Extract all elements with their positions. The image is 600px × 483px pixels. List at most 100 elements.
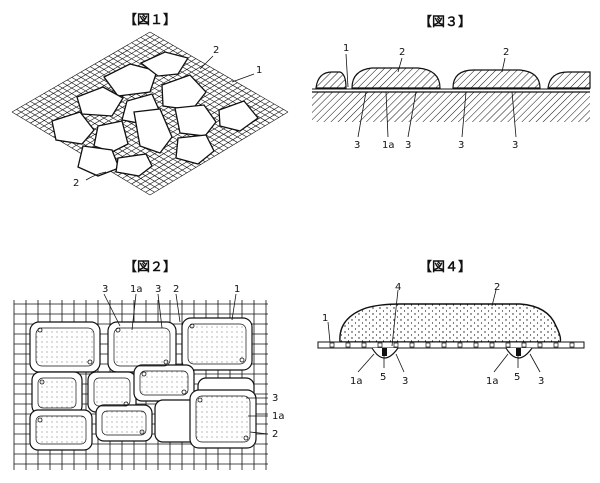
anchor-pin [516, 348, 521, 356]
stone-inner-outline [187, 323, 247, 365]
figure-3-title: 【図３】 [419, 14, 471, 30]
stone [315, 71, 347, 89]
stone [452, 69, 541, 89]
stone [139, 51, 190, 77]
label-3: 3 [512, 140, 518, 151]
stone [174, 104, 217, 137]
stone [547, 71, 591, 89]
leader-line [131, 293, 137, 331]
fastener [123, 401, 129, 407]
fastener [115, 327, 121, 333]
stone-inner-outline [37, 377, 77, 409]
figure-1: 【図１】 2 1 2 [11, 12, 289, 196]
label-2: 2 [173, 284, 179, 295]
stone [77, 145, 120, 177]
figure-3: 【図３】 1 2 2 3 1a 3 3 3 [312, 14, 591, 151]
label-1a: 1a [350, 376, 363, 387]
leader-line [357, 91, 367, 138]
figure-1-title: 【図１】 [124, 12, 176, 28]
stone-inner-outline [35, 415, 87, 445]
mesh-strand-mark [489, 342, 495, 348]
fastener-marks [37, 323, 249, 441]
label-3: 3 [272, 393, 278, 404]
leader-line [529, 353, 541, 373]
label-1a: 1a [272, 411, 285, 422]
stone-inner-outline [35, 327, 95, 367]
label-1: 1 [343, 43, 349, 54]
stone [76, 86, 124, 117]
mesh-strand-mark [537, 342, 543, 348]
leader-line [249, 431, 269, 435]
mesh-strand-mark [361, 342, 367, 348]
label-3: 3 [538, 376, 544, 387]
fastener [37, 417, 43, 423]
stone-inner-outlines [35, 323, 251, 445]
mesh-strand-mark [553, 342, 559, 348]
leader-line [461, 91, 467, 138]
stone-inner-outline [195, 395, 251, 443]
figure-4: 【図４】 4 2 1 1a 5 3 1a 5 3 [317, 259, 585, 387]
stone [93, 120, 129, 153]
mesh-strand-mark [521, 342, 527, 348]
leader-line [327, 321, 331, 343]
mesh-strand-mark [457, 342, 463, 348]
leader-line [491, 289, 497, 307]
label-5: 5 [514, 372, 520, 383]
label-2-bottom: 2 [73, 178, 79, 189]
label-1: 1 [234, 284, 240, 295]
fastener [87, 359, 93, 365]
mesh-strand-mark [377, 342, 383, 348]
label-1a: 1a [130, 284, 143, 295]
leader-line [397, 57, 403, 73]
mesh-strand-mark [569, 342, 575, 348]
leader-line [385, 91, 389, 138]
anchor-pin [382, 348, 387, 356]
mesh-strand-mark [345, 342, 351, 348]
figure-2-title: 【図２】 [124, 259, 176, 275]
mesh-strand-mark [441, 342, 447, 348]
label-1a: 1a [382, 140, 395, 151]
mesh-strand-marks [329, 342, 575, 348]
label-4: 4 [395, 282, 401, 293]
label-2-top: 2 [213, 45, 219, 56]
stone [218, 100, 259, 132]
mesh-strand-mark [425, 342, 431, 348]
fastener [243, 435, 249, 441]
fastener [163, 359, 169, 365]
stone [51, 111, 95, 145]
leader-line [511, 91, 517, 138]
stone [133, 108, 173, 154]
label-2: 2 [272, 429, 278, 440]
stone [161, 74, 207, 111]
label-3: 3 [458, 140, 464, 151]
fastener [37, 327, 43, 333]
stone [351, 67, 441, 89]
stone [115, 153, 153, 177]
stone [175, 134, 215, 165]
leader-line [357, 353, 375, 373]
leader-line [103, 293, 121, 327]
label-2: 2 [494, 282, 500, 293]
stone-group [51, 51, 259, 177]
stone-inner-outline [101, 410, 147, 436]
leader-line [85, 171, 107, 181]
label-2: 2 [399, 47, 405, 58]
mesh-strand [149, 111, 289, 196]
fastener [139, 429, 145, 435]
leader-line [407, 91, 417, 138]
stone-inner-outline [139, 370, 189, 396]
leader-line [345, 53, 349, 88]
leader-line [231, 293, 237, 321]
label-3: 3 [354, 140, 360, 151]
label-5: 5 [380, 372, 386, 383]
label-1: 1 [322, 313, 328, 324]
fastener [39, 379, 45, 385]
mesh-strand-mark [329, 342, 335, 348]
label-1a: 1a [486, 376, 499, 387]
label-2: 2 [503, 47, 509, 58]
leader-line [395, 353, 405, 373]
ground-layer [312, 92, 590, 122]
fastener [181, 389, 187, 395]
